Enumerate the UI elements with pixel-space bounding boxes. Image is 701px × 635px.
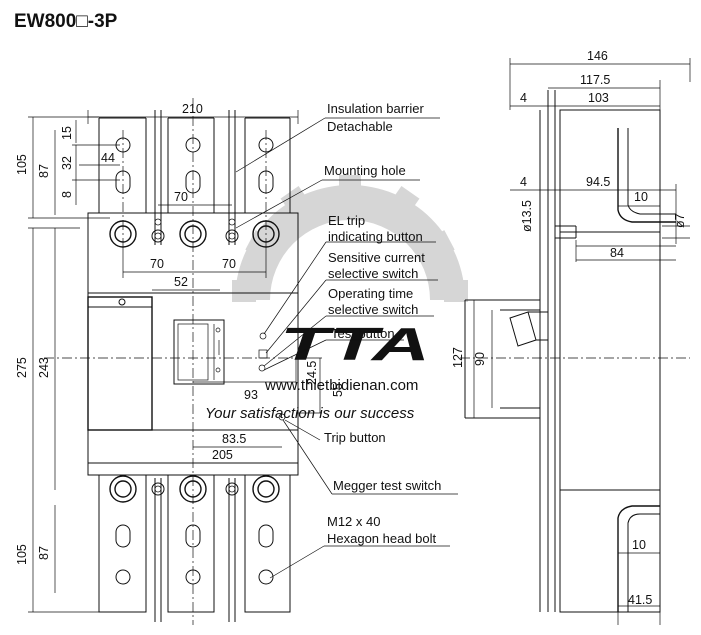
- label-sensitive-current: Sensitive current: [328, 250, 425, 265]
- label-sensitive-switch: selective switch: [328, 266, 418, 281]
- dim-127: 127: [451, 347, 465, 368]
- sensitive-switch: [258, 349, 268, 359]
- dim-275: 275: [15, 357, 29, 378]
- dim-93: 93: [244, 388, 258, 402]
- dim-105-top: 105: [15, 154, 29, 175]
- side-dimensions: 146 117.5 4 103 4 94.5 10 ø13.5 ø7 84 12…: [451, 49, 691, 625]
- front-view: [44, 98, 303, 625]
- dim-13-5: ø13.5: [520, 200, 534, 232]
- dim-52: 52: [174, 275, 188, 289]
- dim-103: 103: [588, 91, 609, 105]
- watermark-brand: TTA: [280, 318, 430, 370]
- dim-70-right: 70: [222, 257, 236, 271]
- dim-117-5: 117.5: [580, 73, 610, 87]
- dim-146: 146: [587, 49, 608, 63]
- el-trip-button: [259, 332, 267, 340]
- dim-90: 90: [473, 352, 487, 366]
- callouts: Insulation barrier Detachable Mounting h…: [235, 101, 458, 579]
- dim-83-5: 83.5: [222, 432, 246, 446]
- dim-7: ø7: [673, 213, 687, 228]
- dim-10-top: 10: [634, 190, 648, 204]
- label-operating-time: Operating time: [328, 286, 413, 301]
- dim-94-5: 94.5: [586, 175, 610, 189]
- label-insulation-barrier: Insulation barrier: [327, 101, 424, 116]
- dim-87-bottom: 87: [37, 546, 51, 560]
- dim-105-bottom: 105: [15, 544, 29, 565]
- watermark-slogan: Your satisfaction is our success: [205, 405, 415, 422]
- dim-44: 44: [101, 151, 115, 165]
- bottom-terminals: [98, 475, 291, 622]
- dim-87-top: 87: [37, 164, 51, 178]
- watermark-site: www.thietbidienan.com: [264, 377, 418, 394]
- indicator-window: [173, 319, 225, 385]
- dim-4-mid: 4: [520, 175, 527, 189]
- label-bolt-size: M12 x 40: [327, 514, 380, 529]
- dim-55: 55: [331, 383, 345, 397]
- dim-4-top: 4: [520, 91, 527, 105]
- handle-area: [87, 296, 153, 431]
- dim-41-5: 41.5: [628, 593, 652, 607]
- label-test-button: Test button: [331, 326, 395, 341]
- dim-70-top: 70: [174, 190, 188, 204]
- watermark: TTA www.thietbidienan.com Your satisfact…: [205, 175, 468, 422]
- time-switch: [258, 364, 266, 372]
- dim-24-5: 24.5: [305, 361, 319, 385]
- dim-210: 210: [182, 102, 203, 116]
- label-trip-button: Trip button: [324, 430, 386, 445]
- side-body: [559, 109, 661, 613]
- dim-10-bottom: 10: [632, 538, 646, 552]
- label-mounting-hole: Mounting hole: [324, 163, 406, 178]
- dim-15: 15: [60, 126, 74, 140]
- front-dimensions: 210 105 87 15 32 8 44 70 70 70 52 275: [15, 102, 345, 613]
- label-operating-switch: selective switch: [328, 302, 418, 317]
- trip-button: [278, 413, 286, 421]
- dim-205: 205: [212, 448, 233, 462]
- dim-8: 8: [60, 191, 74, 198]
- side-view: [460, 90, 690, 613]
- label-bolt-type: Hexagon head bolt: [327, 531, 437, 546]
- label-el-trip: EL trip: [328, 213, 365, 228]
- model-title: EW800□-3P: [14, 11, 118, 32]
- dim-70-left: 70: [150, 257, 164, 271]
- label-detachable: Detachable: [327, 119, 393, 134]
- dim-84: 84: [610, 246, 624, 260]
- dim-243: 243: [37, 357, 51, 378]
- label-el-trip-2: indicating button: [328, 229, 423, 244]
- label-megger-test-switch: Megger test switch: [333, 478, 441, 493]
- dim-32: 32: [60, 156, 74, 170]
- top-terminals: [98, 110, 291, 248]
